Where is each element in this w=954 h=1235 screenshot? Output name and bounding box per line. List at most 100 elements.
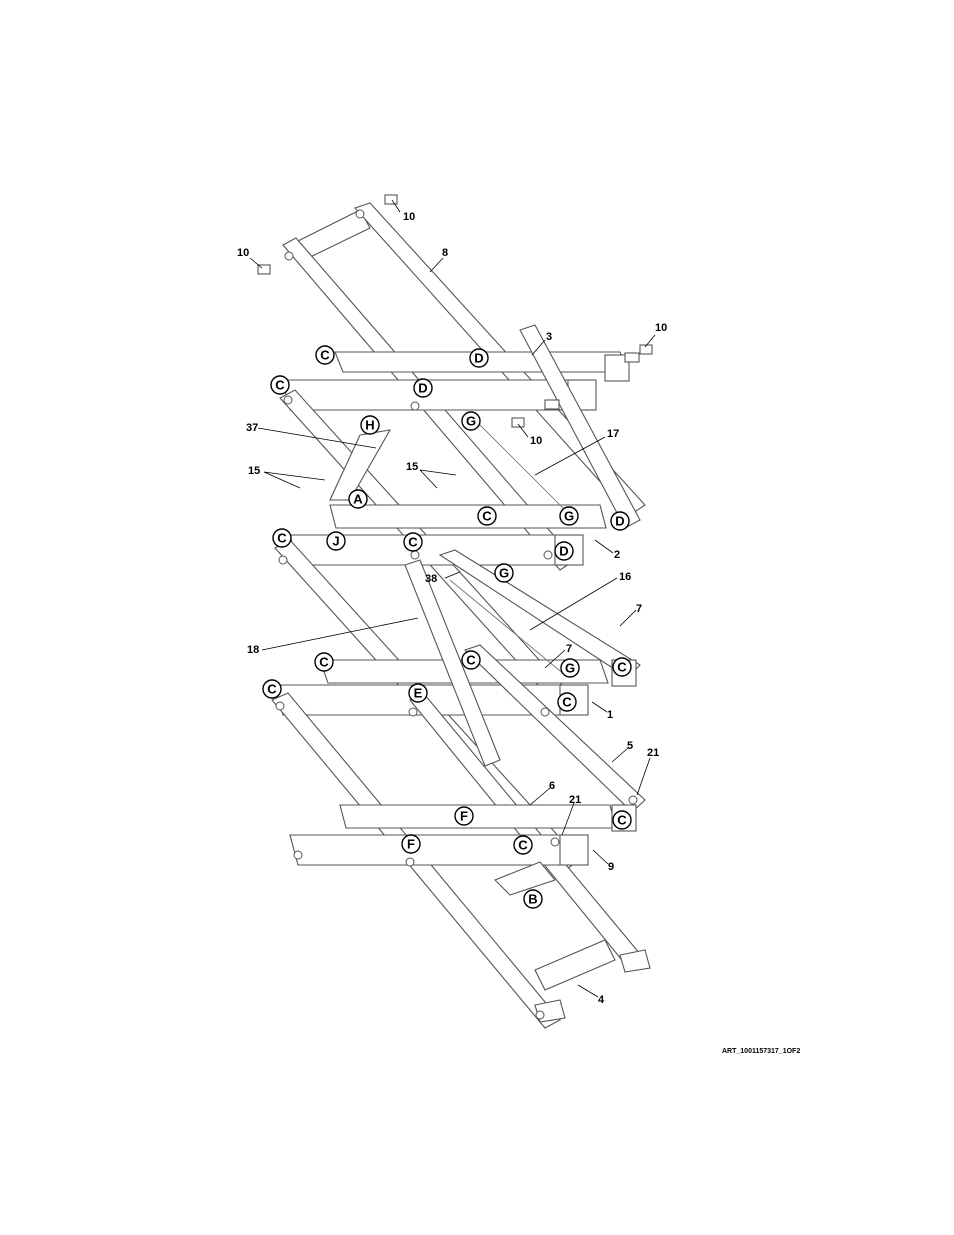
marker-d: D	[554, 541, 574, 561]
marker-g: G	[559, 506, 579, 526]
marker-e: E	[408, 683, 428, 703]
svg-text:C: C	[617, 813, 627, 828]
pin-10	[544, 399, 560, 410]
callout-15: 15	[248, 465, 260, 477]
pin-10	[384, 194, 398, 205]
svg-text:G: G	[499, 566, 509, 581]
pivot-hole	[355, 209, 365, 219]
marker-c: C	[403, 532, 423, 552]
pin-10	[624, 352, 640, 363]
svg-text:A: A	[353, 492, 363, 507]
pin-10	[511, 417, 525, 428]
tube-end-9	[559, 834, 589, 866]
arm-7-right	[438, 549, 641, 679]
callout-21: 21	[647, 747, 659, 759]
callout-18: 18	[247, 644, 259, 656]
callout-17: 17	[607, 428, 619, 440]
arm-structure	[257, 194, 653, 1029]
link-16	[449, 579, 566, 676]
marker-f: F	[454, 806, 474, 826]
marker-f: F	[401, 834, 421, 854]
crossbar-9-back	[339, 804, 617, 829]
svg-text:G: G	[565, 661, 575, 676]
svg-text:C: C	[482, 509, 492, 524]
svg-text:D: D	[474, 351, 483, 366]
callout-2: 2	[614, 549, 620, 561]
callout-10: 10	[403, 211, 415, 223]
letter-markers: C D C D G H A C G D C J C D G C C G C C …	[262, 345, 632, 909]
callout-38: 38	[425, 573, 437, 585]
svg-text:F: F	[460, 809, 468, 824]
marker-c: C	[612, 657, 632, 677]
svg-text:G: G	[564, 509, 574, 524]
callout-10: 10	[530, 435, 542, 447]
base-bracket	[494, 861, 556, 896]
callout-4: 4	[598, 994, 605, 1006]
marker-c: C	[270, 375, 290, 395]
middle-arm-right	[519, 324, 641, 529]
marker-c: C	[314, 652, 334, 672]
pivot-hole	[408, 707, 418, 717]
svg-text:C: C	[466, 653, 476, 668]
marker-c: C	[612, 810, 632, 830]
pivot-hole	[284, 251, 294, 261]
callout-3: 3	[546, 331, 552, 343]
pivot-hole	[275, 701, 285, 711]
svg-text:B: B	[528, 892, 537, 907]
svg-text:C: C	[617, 660, 627, 675]
svg-text:C: C	[518, 838, 528, 853]
svg-text:E: E	[414, 686, 423, 701]
pivot-hole	[550, 837, 560, 847]
marker-c: C	[513, 835, 533, 855]
pin-10	[257, 264, 271, 275]
pivot-hole	[628, 795, 638, 805]
svg-text:D: D	[559, 544, 568, 559]
callout-7: 7	[566, 643, 572, 655]
marker-b: B	[523, 889, 543, 909]
callout-10: 10	[237, 247, 249, 259]
svg-text:C: C	[275, 378, 285, 393]
marker-d: D	[610, 511, 630, 531]
marker-c: C	[315, 345, 335, 365]
callout-8: 8	[442, 247, 448, 259]
pivot-hole	[405, 857, 415, 867]
callout-6: 6	[549, 780, 555, 792]
pivot-hole	[293, 850, 303, 860]
marker-a: A	[348, 489, 368, 509]
svg-text:C: C	[408, 535, 418, 550]
callout-16: 16	[619, 571, 631, 583]
callout-1: 1	[607, 709, 613, 721]
svg-text:F: F	[407, 837, 415, 852]
svg-text:C: C	[267, 682, 277, 697]
callout-7: 7	[636, 603, 642, 615]
callout-37: 37	[246, 422, 258, 434]
leader-lines	[249, 199, 656, 998]
marker-c: C	[461, 650, 481, 670]
pivot-hole	[543, 550, 553, 560]
svg-text:C: C	[319, 655, 329, 670]
svg-text:D: D	[418, 381, 427, 396]
svg-text:C: C	[320, 348, 330, 363]
pivot-hole	[535, 1010, 545, 1020]
svg-text:H: H	[365, 418, 374, 433]
marker-c: C	[477, 506, 497, 526]
callout-15: 15	[406, 461, 418, 473]
svg-text:C: C	[562, 695, 572, 710]
link-17	[474, 419, 571, 516]
marker-c: C	[272, 528, 292, 548]
pin-10	[639, 344, 653, 355]
bottom-crossbar	[534, 939, 616, 991]
marker-c: C	[262, 679, 282, 699]
marker-g: G	[494, 563, 514, 583]
marker-d: D	[413, 378, 433, 398]
pivot-hole	[540, 707, 550, 717]
callout-10: 10	[655, 322, 667, 334]
marker-c: C	[557, 692, 577, 712]
pivot-hole	[410, 550, 420, 560]
pivot-hole	[410, 401, 420, 411]
svg-text:G: G	[466, 414, 476, 429]
marker-d: D	[469, 348, 489, 368]
svg-text:J: J	[332, 534, 339, 549]
arm-6-inner	[409, 694, 646, 971]
